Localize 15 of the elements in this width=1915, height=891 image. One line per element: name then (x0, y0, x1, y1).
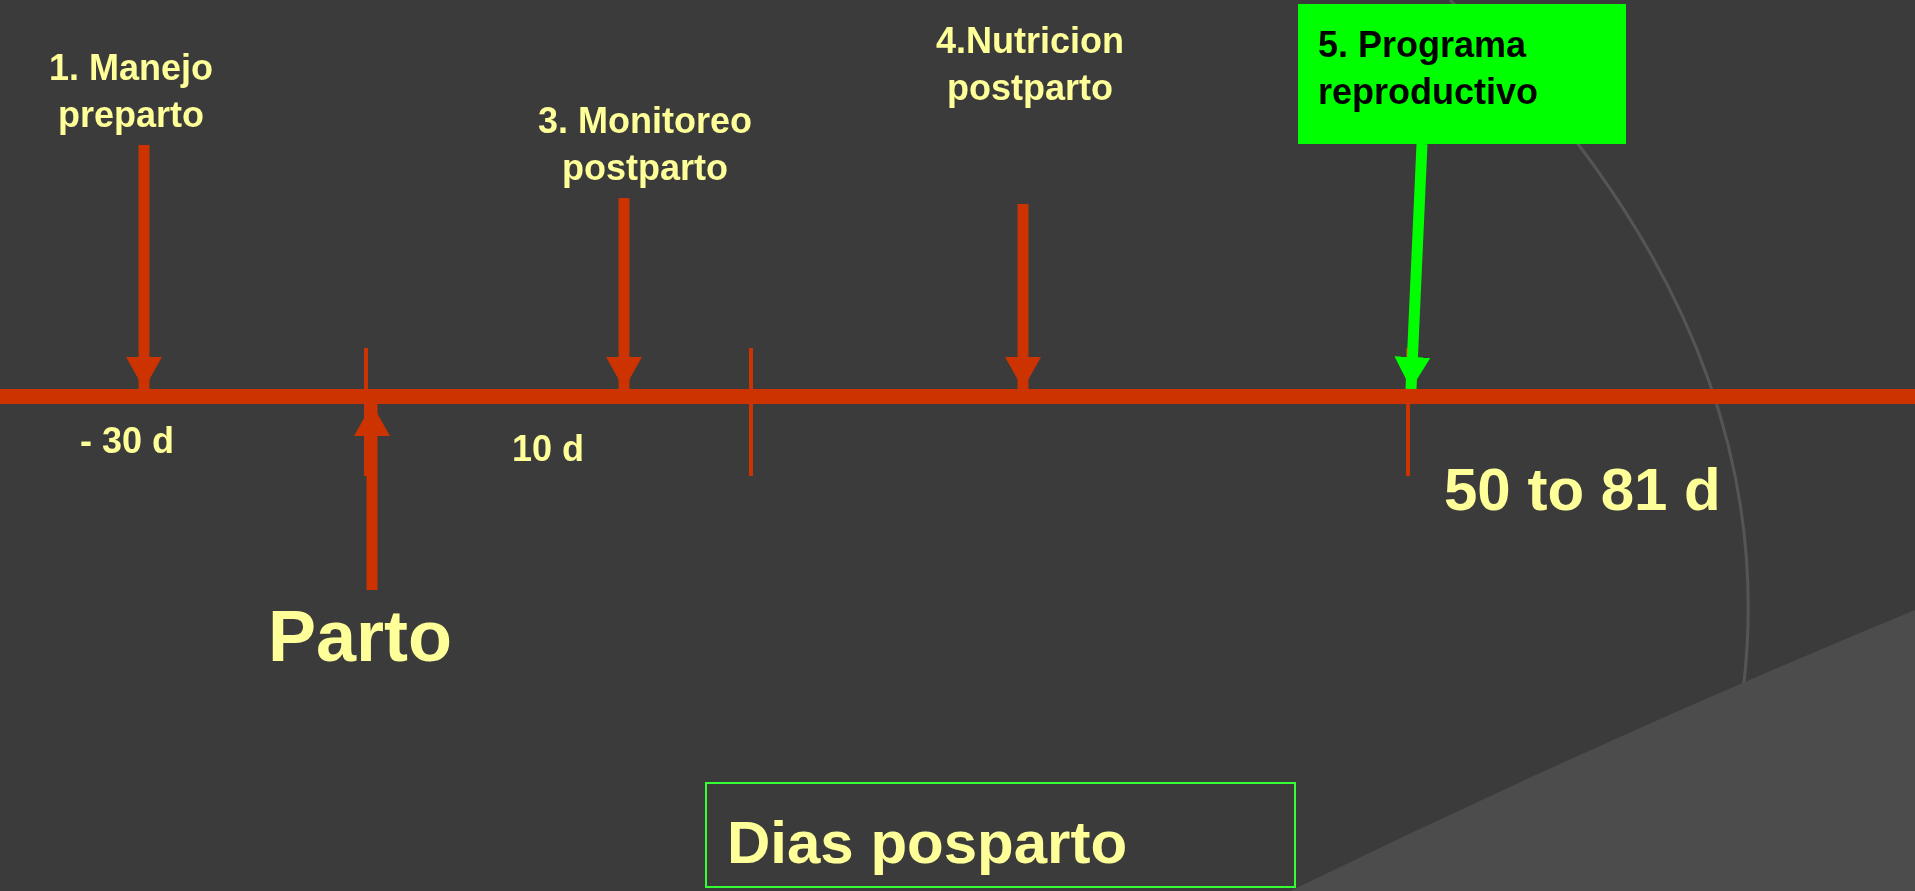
arrow (606, 198, 642, 389)
step-label: 3. Monitoreo postparto (495, 98, 795, 198)
arrow (126, 145, 162, 389)
day-label: 10 d (512, 428, 585, 470)
arrow (354, 404, 390, 590)
day-label: 50 to 81 d (1444, 455, 1721, 524)
step-label: 1. Manejo preparto (20, 45, 242, 145)
day-label: - 30 d (80, 420, 175, 462)
step-box: 5. Programa reproductivo (1298, 4, 1626, 144)
arrow (1394, 143, 1431, 390)
arrow (1005, 204, 1041, 389)
step-label: Parto (250, 590, 470, 670)
axis-title-box: Dias posparto (705, 782, 1296, 888)
step-label: 4.Nutricion postparto (880, 18, 1180, 204)
timeline-bar (0, 389, 1915, 404)
